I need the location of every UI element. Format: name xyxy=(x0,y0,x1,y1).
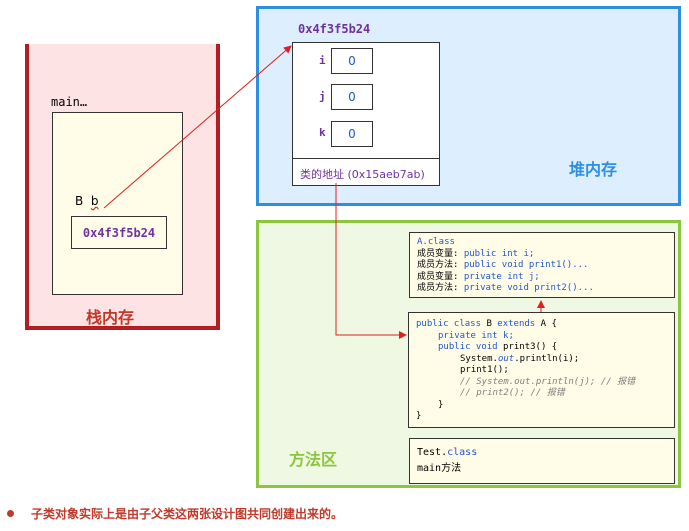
field-value-j: 0 xyxy=(331,84,373,110)
class-a-line: 成员方法: public void print1()... xyxy=(417,260,589,270)
bullet-icon xyxy=(7,510,14,517)
object-divider xyxy=(292,158,440,159)
code-line: public class B extends A { xyxy=(416,319,557,329)
main-frame-label: main… xyxy=(51,95,88,109)
class-b-box: public class B extends A { private int k… xyxy=(408,312,675,428)
field-value-k: 0 xyxy=(331,121,373,147)
class-a-line: 成员方法: private void print2()... xyxy=(417,283,594,293)
code-comment: // print2(); // 报错 xyxy=(460,388,565,398)
main-stack-frame xyxy=(52,112,183,295)
class-pointer-arrow xyxy=(335,183,407,339)
code-line: } xyxy=(438,399,444,410)
class-a-box: A.class 成员变量: public int i; 成员方法: public… xyxy=(409,232,675,298)
class-a-line: 成员变量: public int i; xyxy=(417,248,535,259)
field-name-j: j xyxy=(319,90,326,103)
variable-type: B xyxy=(75,194,84,208)
reference-arrow xyxy=(103,45,292,209)
code-comment: // System.out.println(j); // 报错 xyxy=(460,376,636,387)
code-line: private int k; xyxy=(438,330,514,341)
heap-memory-label: 堆内存 xyxy=(569,160,618,179)
test-class-title: Test.class xyxy=(417,447,478,458)
footnote-text: 子类对象实际上是由子父类这两张设计图共同创建出来的。 xyxy=(31,507,344,521)
code-line: } xyxy=(416,411,422,421)
class-address: 类的地址 (0x15aeb7ab) xyxy=(300,168,425,181)
test-class-box: Test.class main方法 xyxy=(409,438,675,484)
object-address: 0x4f3f5b24 xyxy=(298,22,371,36)
code-line: public void print3() { xyxy=(438,342,558,352)
test-class-line: main方法 xyxy=(417,463,462,474)
class-a-line: 成员变量: private int j; xyxy=(417,271,540,282)
reference-value-box: 0x4f3f5b24 xyxy=(71,216,167,249)
field-name-i: i xyxy=(319,54,326,67)
code-line: print1(); xyxy=(460,365,509,375)
variable-name: b xyxy=(90,194,99,208)
variable-b-declaration: B b xyxy=(75,194,99,208)
class-a-title: A.class xyxy=(417,237,455,247)
field-name-k: k xyxy=(319,126,326,139)
method-area-label: 方法区 xyxy=(289,450,338,469)
stack-memory-label: 栈内存 xyxy=(86,308,135,327)
code-line: System.out.println(i); xyxy=(460,353,580,364)
field-value-i: 0 xyxy=(331,48,373,74)
